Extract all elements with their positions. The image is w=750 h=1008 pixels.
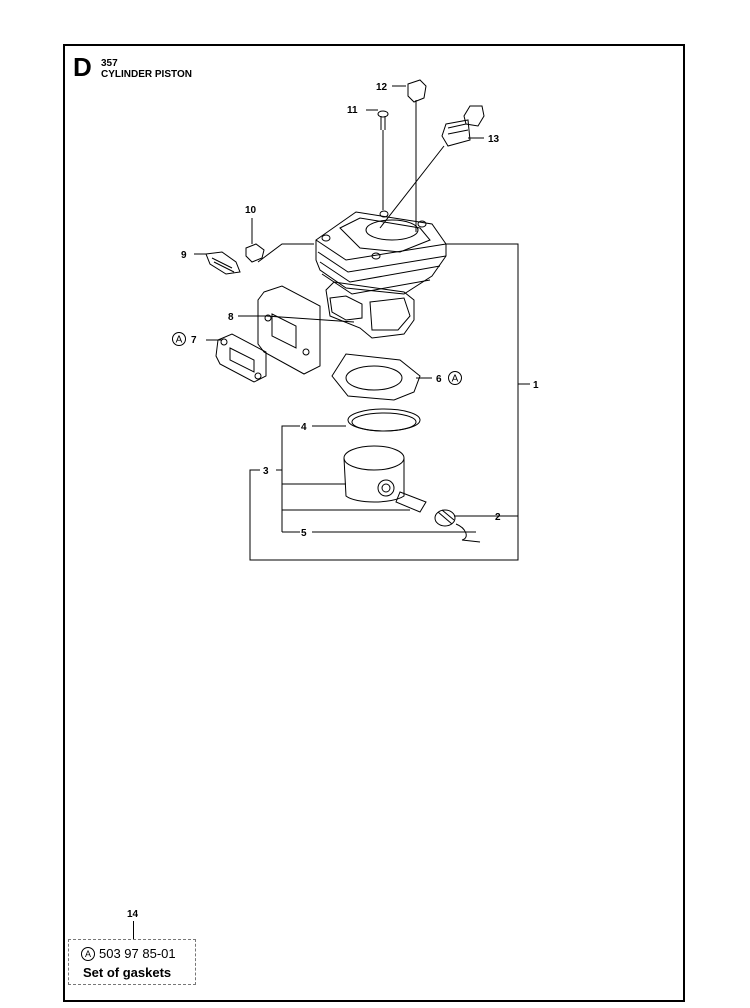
bolt-drawing: [377, 110, 389, 130]
callout-10: 10: [245, 205, 257, 216]
leader-lines: [194, 85, 530, 561]
callout-4: 4: [301, 422, 307, 433]
spark-plug-drawing: [441, 105, 485, 147]
kit-marker: A: [81, 946, 95, 961]
page-frame: [63, 44, 685, 1002]
group-title: CYLINDER PISTON: [101, 69, 192, 80]
callout-2: 2: [495, 512, 501, 523]
kit-name: Set of gaskets: [83, 965, 172, 980]
cylinder-drawing: [315, 210, 447, 339]
callout-11: 11: [347, 105, 358, 116]
kit-part-number: 503 97 85-01: [99, 946, 176, 961]
intake-gasket-drawing: [215, 333, 267, 383]
callout-13: 13: [488, 134, 500, 145]
piston-drawing: [343, 445, 405, 503]
kit-part-number-row: A 503 97 85-01: [81, 946, 176, 961]
decompression-valve-drawing: [205, 243, 265, 275]
intake-flange-drawing: [257, 285, 321, 375]
gasket-marker-7: [172, 332, 186, 346]
callout-3: 3: [263, 466, 269, 477]
gasket-marker-7-letter: A: [176, 335, 183, 346]
callout-8: 8: [228, 312, 234, 323]
callout-1: 1: [533, 380, 539, 391]
callout-14: 14: [127, 909, 139, 920]
model-number: 357: [101, 58, 118, 69]
gasket-marker-6-letter: A: [452, 374, 459, 385]
kit-leader-line: [133, 921, 134, 939]
piston-pin-drawing: [395, 491, 467, 541]
callout-9: 9: [181, 250, 187, 261]
piston-ring-drawing: [347, 408, 421, 432]
callout-5: 5: [301, 528, 307, 539]
section-letter: D: [73, 52, 92, 82]
gasket-marker-6: [448, 371, 462, 385]
cap-drawing: [407, 79, 427, 103]
callout-12: 12: [376, 82, 388, 93]
callout-7: 7: [191, 335, 197, 346]
gasket-kit-box: A 503 97 85-01 Set of gaskets: [68, 939, 196, 985]
callout-6: 6: [436, 374, 442, 385]
cylinder-gasket-drawing: [331, 353, 421, 401]
